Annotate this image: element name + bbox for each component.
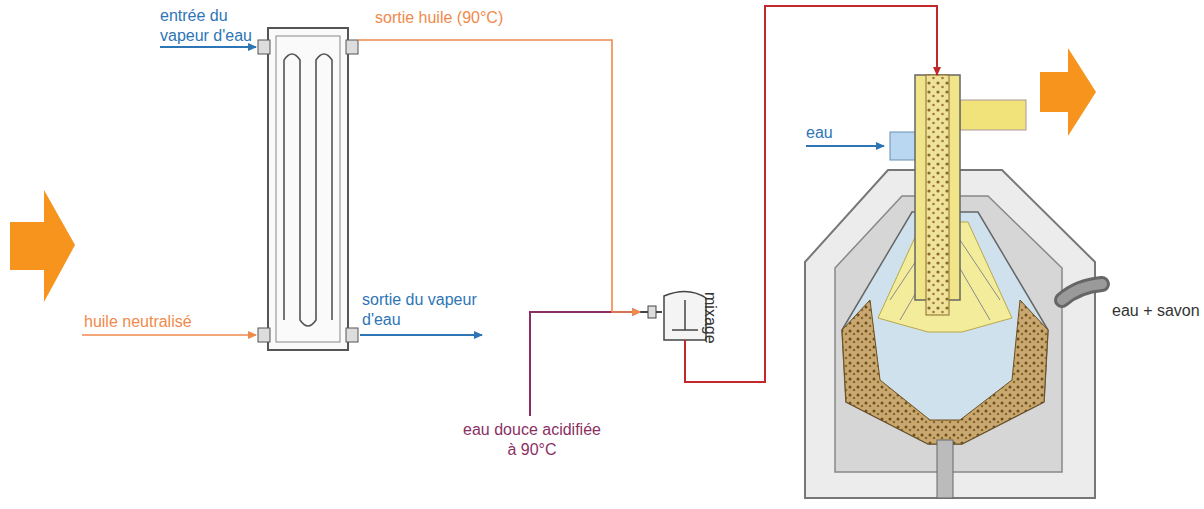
flow-arrow [10,190,75,302]
flow-arrow [1040,48,1096,136]
centrifuge-separator [805,75,1102,498]
node-label: sortie du vapeur d'eau [362,290,486,330]
node-label: eau + savon [1112,301,1204,321]
pipe-connector [358,40,640,312]
node-label: mixage [700,292,720,344]
steam-inlet-line [160,46,256,48]
mixer-node: mixage [648,292,710,348]
node-label: eau [806,123,846,143]
pipe-connector [685,6,937,382]
centrifuge-node: eaueau + savon [800,75,1100,500]
mixer [640,291,706,340]
edge-label: sortie huile (90°C) [373,8,505,28]
node-label: entrée du vapeur d'eau [160,6,262,46]
heat-exchanger-node: entrée du vapeur d'eausortie du vapeur d… [268,28,348,350]
free-label: huile neutralisé [84,312,264,332]
steam-outlet-line [360,334,482,336]
oil-inlet-line [82,334,256,336]
heat-exchanger [258,28,358,350]
free-label: eau douce acidifiée à 90°C [462,420,602,460]
water-inlet-line [806,145,884,147]
acid-water-line [530,312,640,416]
